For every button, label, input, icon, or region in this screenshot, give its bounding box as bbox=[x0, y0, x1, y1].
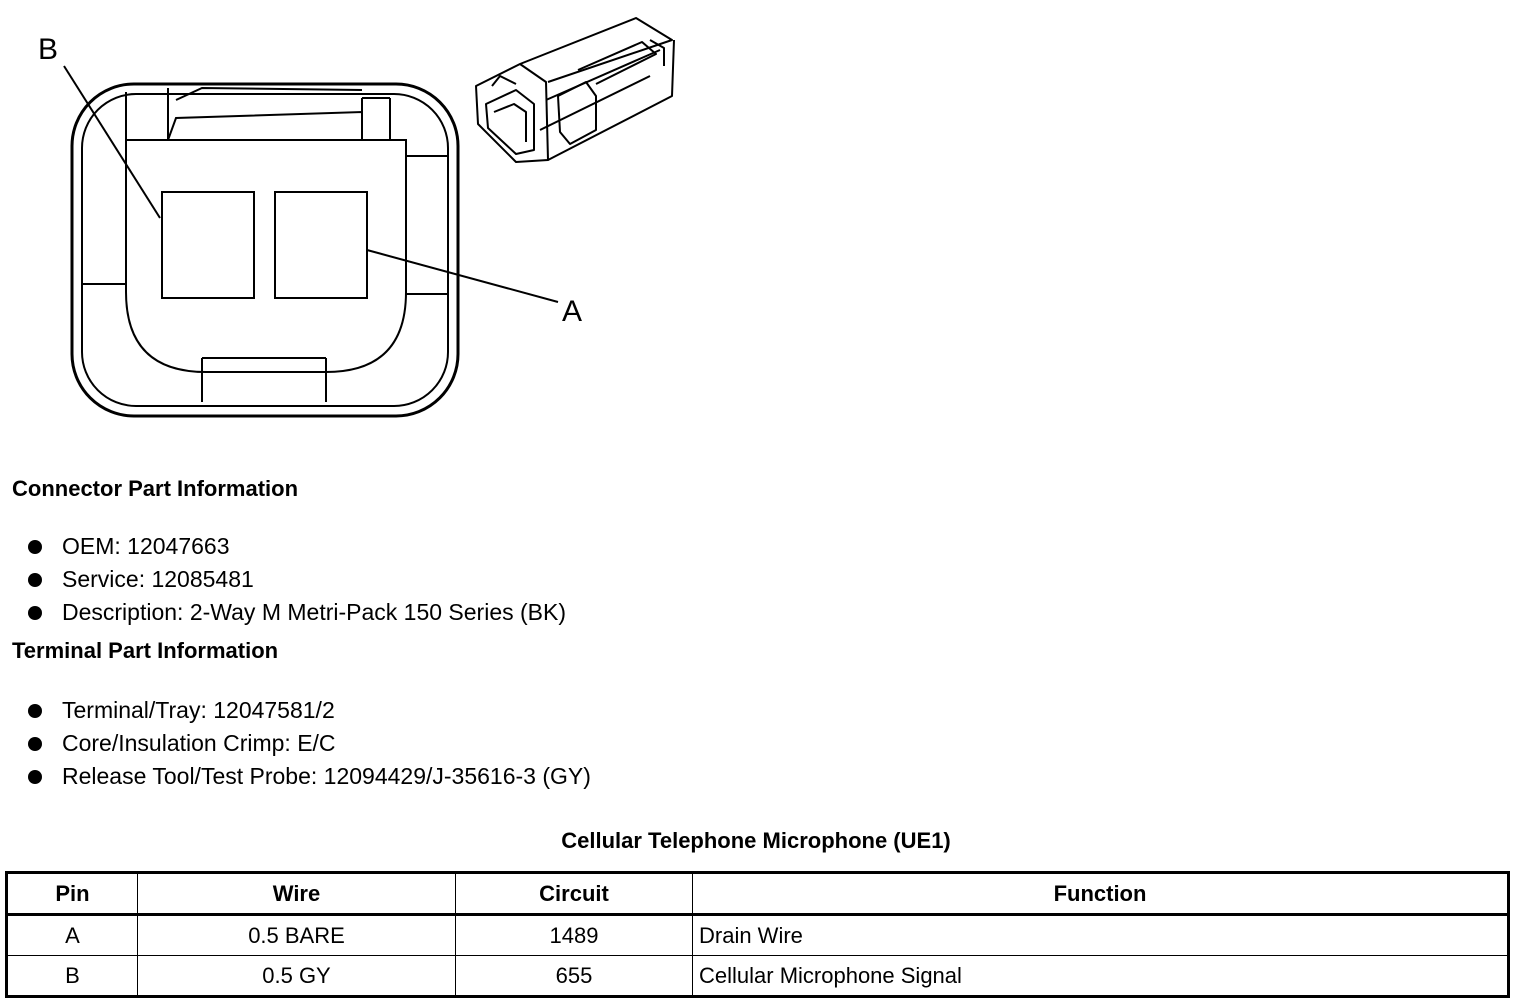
circuit-cell: 655 bbox=[455, 955, 693, 997]
function-cell: Cellular Microphone Signal bbox=[692, 955, 1509, 997]
bullet-icon bbox=[28, 736, 42, 751]
list-item-text: Release Tool/Test Probe: 12094429/J-3561… bbox=[62, 763, 591, 789]
list-item: Description: 2-Way M Metri-Pack 150 Seri… bbox=[28, 596, 566, 629]
bullet-icon bbox=[28, 769, 42, 784]
bullet-icon bbox=[28, 539, 42, 554]
column-header-wire: Wire bbox=[137, 872, 456, 915]
bullet-icon bbox=[28, 703, 42, 718]
connector-face-view bbox=[70, 82, 460, 418]
column-header-pin: Pin bbox=[6, 872, 138, 915]
column-header-function: Function bbox=[692, 872, 1509, 915]
list-item-text: Terminal/Tray: 12047581/2 bbox=[62, 697, 335, 723]
list-item-text: Core/Insulation Crimp: E/C bbox=[62, 730, 336, 756]
pin-label-b: B bbox=[38, 33, 58, 66]
terminal-part-info-list: Terminal/Tray: 12047581/2 Core/Insulatio… bbox=[28, 694, 591, 793]
connector-diagram: B A bbox=[38, 17, 675, 418]
callout-lines bbox=[63, 65, 559, 303]
connector-3d-illustration bbox=[475, 17, 675, 163]
circuit-cell: 1489 bbox=[455, 914, 693, 956]
leader-line-b bbox=[63, 65, 161, 219]
pin-cell: A bbox=[6, 914, 138, 956]
cavity-b bbox=[161, 191, 255, 299]
terminal-part-info-heading: Terminal Part Information bbox=[12, 638, 279, 663]
table-row: B 0.5 GY 655 Cellular Microphone Signal bbox=[6, 955, 1509, 997]
pin-table-title: Cellular Telephone Microphone (UE1) bbox=[561, 828, 951, 853]
leader-line-a bbox=[366, 249, 559, 303]
bullet-icon bbox=[28, 605, 42, 620]
terminal-cavities bbox=[161, 191, 368, 299]
list-item-text: Service: 12085481 bbox=[62, 566, 254, 592]
wire-cell: 0.5 GY bbox=[137, 955, 456, 997]
wire-cell: 0.5 BARE bbox=[137, 914, 456, 956]
table-row: A 0.5 BARE 1489 Drain Wire bbox=[6, 914, 1509, 956]
list-item: Service: 12085481 bbox=[28, 563, 566, 596]
list-item: OEM: 12047663 bbox=[28, 530, 566, 563]
cavity-a bbox=[274, 191, 368, 299]
list-item-text: OEM: 12047663 bbox=[62, 533, 230, 559]
bullet-icon bbox=[28, 572, 42, 587]
connector-part-info-list: OEM: 12047663 Service: 12085481 Descript… bbox=[28, 530, 566, 629]
column-header-circuit: Circuit bbox=[455, 872, 693, 915]
list-item-text: Description: 2-Way M Metri-Pack 150 Seri… bbox=[62, 599, 567, 625]
list-item: Release Tool/Test Probe: 12094429/J-3561… bbox=[28, 760, 591, 793]
pin-cell: B bbox=[6, 955, 138, 997]
pin-label-a: A bbox=[562, 295, 582, 328]
list-item: Core/Insulation Crimp: E/C bbox=[28, 727, 591, 760]
connector-part-info-heading: Connector Part Information bbox=[12, 476, 299, 501]
list-item: Terminal/Tray: 12047581/2 bbox=[28, 694, 591, 727]
function-cell: Drain Wire bbox=[692, 914, 1509, 956]
table-header-row: Pin Wire Circuit Function bbox=[6, 872, 1509, 915]
pin-table: Pin Wire Circuit Function A 0.5 BARE 148… bbox=[5, 871, 1510, 998]
